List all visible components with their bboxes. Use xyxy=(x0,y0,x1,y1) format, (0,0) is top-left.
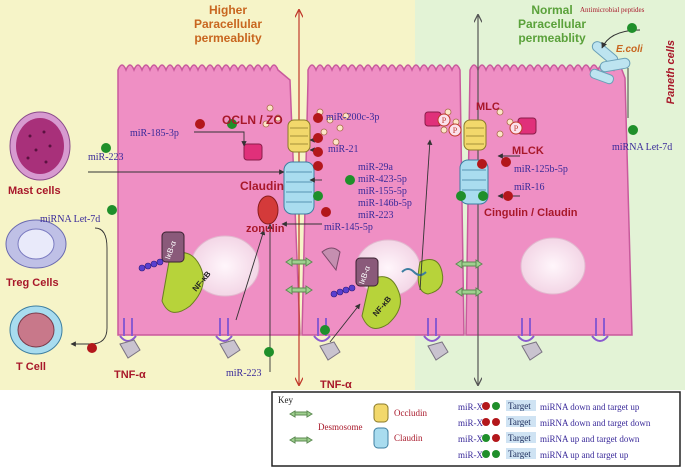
nfkb-complex-left: IκB-α xyxy=(161,231,204,313)
mirna-223-a: miR-223 xyxy=(88,152,124,163)
desmosome-right xyxy=(455,259,483,297)
right-title-line1: Normal xyxy=(531,3,572,17)
left-title-line2: Paracellular xyxy=(194,17,262,31)
mirna-146b: miR-146b-5p xyxy=(358,198,412,209)
key-row-3: miR-X Target miRNA up and target down xyxy=(458,432,640,444)
key-row-1: miR-X Target miRNA down and target up xyxy=(458,400,640,412)
mirna-185: miR-185-3p xyxy=(130,128,179,139)
svg-text:miR-X: miR-X xyxy=(458,450,484,460)
key-row-2: miR-X Target miRNA down and target down xyxy=(458,416,651,428)
svg-text:miRNA down and target up: miRNA down and target up xyxy=(540,402,640,412)
antimicrobial-label: Antimicrobial peptides xyxy=(580,6,645,14)
key-claudin-label: Claudin xyxy=(394,433,423,443)
svg-text:miR-X: miR-X xyxy=(458,434,484,444)
svg-text:miR-X: miR-X xyxy=(458,402,484,412)
mirna-labels: miR-185-3p miR-223 miR-200c-3p miR-21 mi… xyxy=(40,112,672,379)
mirna-let7d-b: miRNA Let-7d xyxy=(612,142,672,153)
tnf-left-label: TNF-α xyxy=(114,369,146,381)
mirna-223-c: miR-223 xyxy=(226,368,262,379)
key-occludin-label: Occludin xyxy=(394,408,427,418)
occludin-complex-left xyxy=(287,119,311,153)
mirna-let7d-a: miRNA Let-7d xyxy=(40,214,100,225)
svg-text:miRNA up and target up: miRNA up and target up xyxy=(540,450,629,460)
right-title-line2: Paracellular xyxy=(518,17,586,31)
key-occludin-icon xyxy=(373,403,389,423)
mlc-label: MLC xyxy=(476,101,500,113)
t-cell-label: T Cell xyxy=(16,361,46,373)
tnf-ligands xyxy=(119,339,543,361)
ecoli-label: E.coli xyxy=(616,44,643,55)
key-desmosome-icon xyxy=(289,410,313,444)
mirna-155: miR-155-5p xyxy=(358,186,407,197)
cingulin-claudin-label: Cingulin / Claudin xyxy=(484,207,578,219)
treg-cells-label: Treg Cells xyxy=(6,277,59,289)
mirna-145: miR-145-5p xyxy=(324,222,373,233)
nfkb-free xyxy=(417,259,444,295)
claudin-complex-left xyxy=(283,161,315,215)
left-title-line3: permeablity xyxy=(194,31,262,45)
svg-text:P: P xyxy=(442,116,447,125)
svg-text:Target: Target xyxy=(508,433,531,443)
phosphate-icon-2: P xyxy=(448,123,462,137)
svg-text:Target: Target xyxy=(508,417,531,427)
key-title: Key xyxy=(278,395,293,405)
nucleus-right xyxy=(520,237,586,295)
mlck-label: MLCK xyxy=(512,145,544,157)
occludin-complex-right xyxy=(463,119,487,151)
right-title-line3: permeablity xyxy=(518,31,586,45)
key-desmosome-label: Desmosome xyxy=(318,422,363,432)
nfkb-complex-middle: IκB-α NF-κB xyxy=(355,257,401,329)
key-row-4: miR-X Target miRNA up and target up xyxy=(458,448,629,460)
svg-text:P: P xyxy=(453,126,458,135)
up-badges xyxy=(101,23,638,357)
svg-text:Target: Target xyxy=(508,401,531,411)
paneth-cells-label: Paneth cells xyxy=(665,40,677,104)
receptors-basal xyxy=(119,318,609,342)
dna-wave xyxy=(401,268,427,276)
phosphate-icon-1: P xyxy=(437,113,451,127)
mirna-21: miR-21 xyxy=(328,144,359,155)
svg-text:miR-X: miR-X xyxy=(458,418,484,428)
svg-text:miRNA down and target down: miRNA down and target down xyxy=(540,418,651,428)
ecoli-bacteria xyxy=(589,41,631,85)
mirna-423: miR-423-5p xyxy=(358,174,407,185)
mlck-box-left xyxy=(243,143,263,161)
left-title-line1: Higher xyxy=(209,3,247,17)
mirna-29a: miR-29a xyxy=(358,162,394,173)
small-protein xyxy=(321,247,341,272)
ubiquitin-chain-left xyxy=(138,258,164,272)
svg-text:Target: Target xyxy=(508,449,531,459)
mirna-125b: miR-125b-5p xyxy=(514,164,568,175)
tnf-middle-label: TNF-α xyxy=(320,379,352,391)
key-claudin-icon xyxy=(373,427,389,449)
mirna-223-b: miR-223 xyxy=(358,210,394,221)
zonulin-label: zonulin xyxy=(246,223,285,235)
claudin-label: Claudin xyxy=(240,179,284,193)
mirna-16: miR-16 xyxy=(514,182,545,193)
down-badges xyxy=(87,113,513,353)
mirna-200c: miR-200c-3p xyxy=(326,112,379,123)
phosphate-icon-3: P xyxy=(509,121,523,135)
mast-cells-label: Mast cells xyxy=(8,185,61,197)
mast-cell xyxy=(9,111,71,181)
ocln-zo-label: OCLN / ZO xyxy=(222,113,283,127)
zonulin-shape xyxy=(257,195,279,225)
svg-text:P: P xyxy=(514,124,519,133)
ubiquitin-chain-middle xyxy=(330,284,356,298)
t-cell xyxy=(9,305,63,355)
svg-text:miRNA up and target down: miRNA up and target down xyxy=(540,434,640,444)
legend-key: Key Desmosome Occludin Claudin miR-X Tar… xyxy=(271,391,681,467)
desmosome-left xyxy=(285,257,313,295)
treg-cell xyxy=(5,219,67,269)
